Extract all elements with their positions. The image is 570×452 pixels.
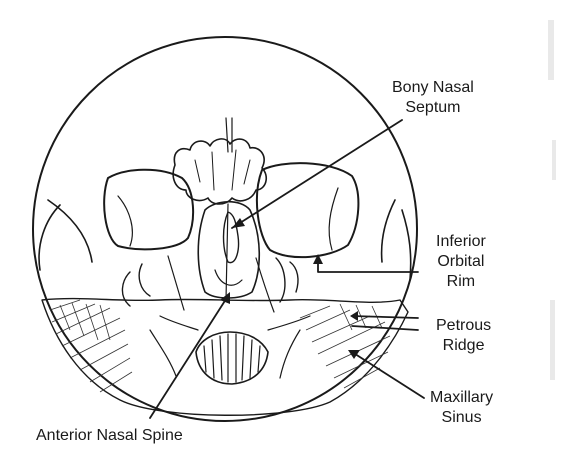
leader-lines xyxy=(150,120,424,418)
label-line: Rim xyxy=(436,272,486,292)
label-maxillary-sinus: Maxillary Sinus xyxy=(430,388,493,428)
skull-outlines xyxy=(39,118,411,280)
leader-inferior-orbital-rim xyxy=(318,258,418,272)
label-line: Orbital xyxy=(436,252,486,272)
leader-bony-nasal-septum xyxy=(232,120,402,228)
leader-anterior-nasal-spine xyxy=(150,296,228,418)
label-line: Maxillary xyxy=(430,388,493,408)
label-petrous-ridge: Petrous Ridge xyxy=(436,316,491,356)
nasal-cavity xyxy=(122,202,298,312)
arrowhead xyxy=(350,311,358,321)
right-orbit xyxy=(257,163,358,257)
ethmoid-cells xyxy=(173,139,266,204)
label-inferior-orbital-rim: Inferior Orbital Rim xyxy=(436,232,486,292)
label-line: Anterior Nasal Spine xyxy=(36,427,183,444)
label-line: Sinus xyxy=(430,408,493,428)
label-line: Bony Nasal xyxy=(392,78,474,98)
label-line: Septum xyxy=(392,98,474,118)
left-orbit xyxy=(104,170,193,250)
label-line: Petrous xyxy=(436,316,491,336)
label-line: Ridge xyxy=(436,336,491,356)
field-circle xyxy=(33,37,417,421)
label-line: Inferior xyxy=(436,232,486,252)
teeth xyxy=(150,316,310,384)
leader-maxillary-sinus xyxy=(352,352,424,398)
label-bony-nasal-septum: Bony Nasal Septum xyxy=(392,78,474,118)
label-anterior-nasal-spine: Anterior Nasal Spine xyxy=(36,426,183,446)
leader-petrous-ridge-lower xyxy=(352,326,418,330)
